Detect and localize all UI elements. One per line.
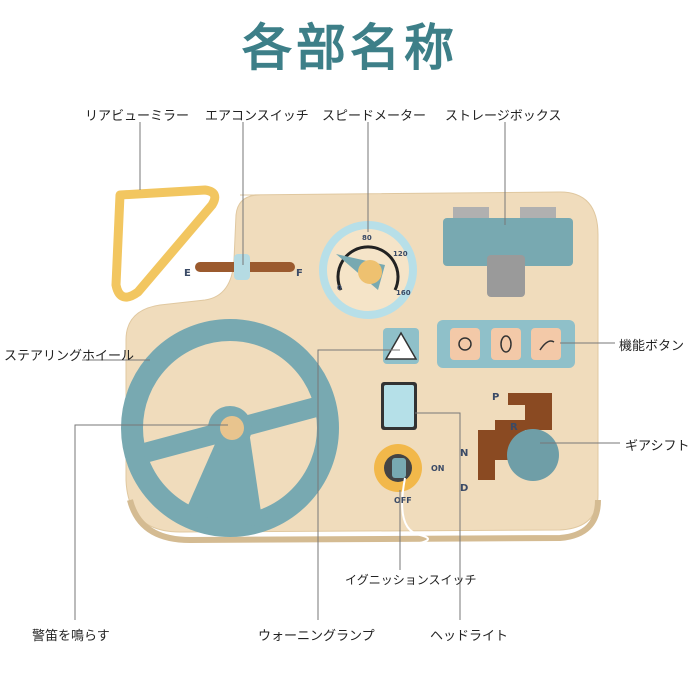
toy-part — [458, 337, 472, 351]
toy-part — [220, 416, 244, 440]
label-function-buttons: 機能ボタン — [619, 339, 685, 354]
toy-part — [453, 207, 489, 221]
label-rear-view-mirror: リアビューミラー — [85, 109, 190, 124]
label-speedometer: スピードメーター — [322, 109, 427, 124]
label-steering-wheel: ステアリングホイール — [4, 349, 135, 364]
leader-lines — [74, 122, 620, 620]
toy-marking: 80 — [362, 234, 372, 242]
toy-part — [500, 335, 512, 353]
storage-box-lid — [443, 218, 573, 266]
label-horn: 警笛を鳴らす — [32, 629, 110, 644]
toy-part — [539, 340, 555, 351]
fuel-f-mark: F — [296, 268, 303, 279]
toy-part — [184, 428, 264, 528]
toy-part — [450, 328, 480, 360]
fuel-e-mark: E — [184, 268, 191, 279]
toy-part — [317, 349, 400, 620]
toy-marking: 120 — [393, 250, 408, 258]
toy-part — [392, 458, 406, 478]
toy-part — [127, 499, 601, 544]
label-gear-shift: ギアシフト — [625, 439, 690, 454]
toy-marking: D — [460, 483, 468, 494]
toy-marking: 160 — [396, 289, 411, 297]
label-ac-switch: エアコンスイッチ — [205, 109, 309, 124]
toy-marking: P — [492, 392, 499, 403]
toy-marking: N — [460, 448, 468, 459]
toy-part — [401, 477, 429, 546]
gear-shift-knob — [507, 429, 559, 481]
label-warning-lamp: ウォーニングランプ — [258, 629, 375, 644]
toy-marking: 0 — [337, 284, 342, 292]
rear-view-mirror — [111, 185, 220, 302]
toy-marking: R — [510, 422, 518, 433]
toy-part — [520, 207, 556, 221]
toy-part — [491, 328, 521, 360]
steering-wheel — [121, 319, 339, 537]
toy-marking: ON — [431, 464, 445, 473]
ac-switch-knob — [234, 254, 250, 280]
toy-part — [358, 260, 382, 284]
toy-part — [531, 328, 561, 360]
toy-part — [415, 412, 461, 620]
toy-part — [336, 245, 400, 291]
latch — [487, 255, 525, 297]
label-headlight: ヘッドライト — [430, 629, 509, 644]
toy-marking: OFF — [394, 496, 412, 505]
warning-lamp — [384, 331, 418, 360]
headlight-switch — [384, 385, 414, 427]
label-storage-box: ストレージボックス — [445, 109, 562, 124]
label-ignition-switch: イグニッションスイッチ — [345, 573, 477, 587]
toy-part — [74, 424, 228, 620]
page-title: 各部名称 — [242, 19, 458, 77]
toy-part — [121, 319, 339, 537]
